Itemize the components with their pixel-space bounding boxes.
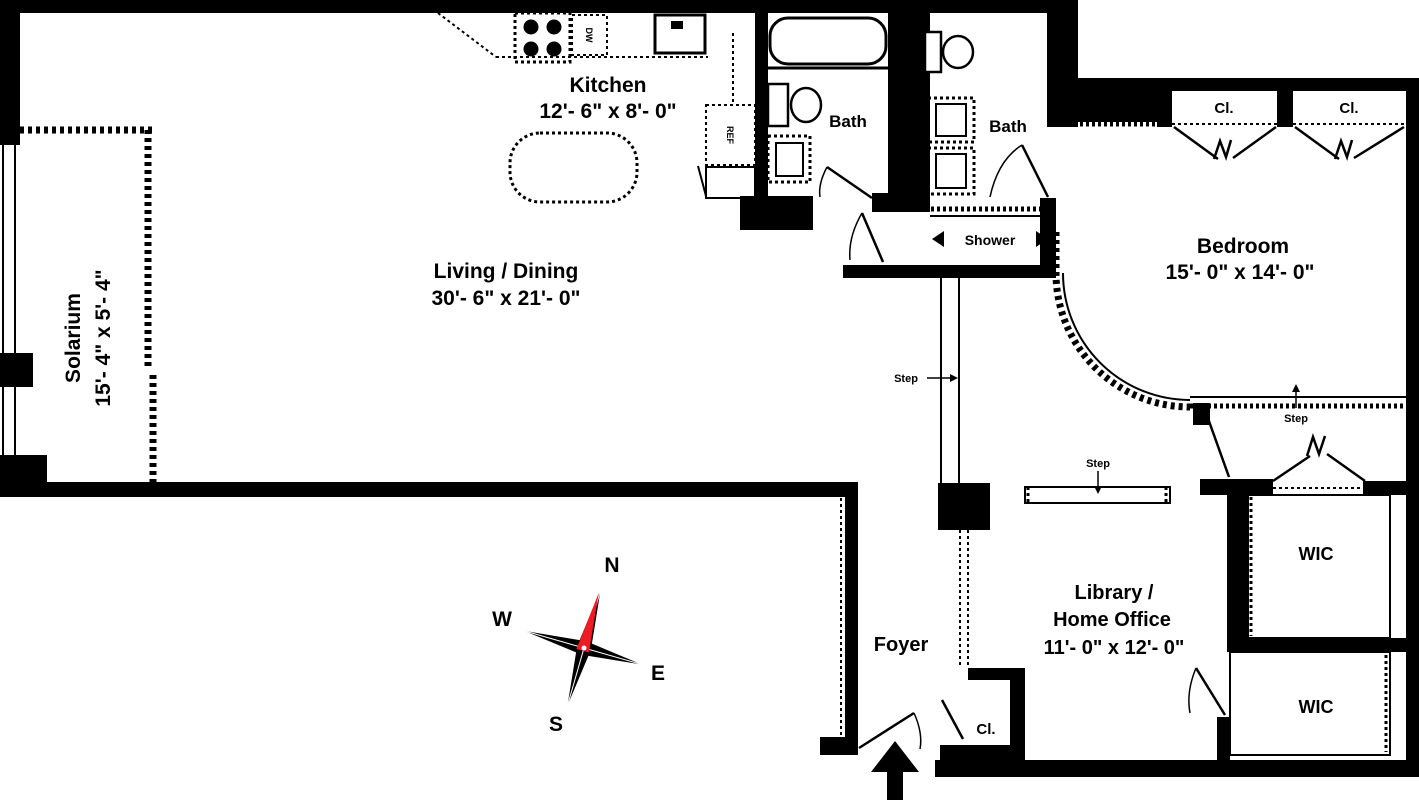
wic2-door — [1194, 667, 1227, 716]
bath2-sink-1 — [926, 96, 976, 144]
toilet-bowl — [941, 34, 975, 70]
entry-arrow-icon — [871, 741, 919, 800]
living-dining-label: Living / Dining — [434, 260, 579, 283]
shower-door-arrow-left-icon — [932, 231, 944, 247]
kitchen-fixtures: DW REF — [437, 11, 756, 204]
room-labels: Solarium 15'- 4" x 5'- 4" Living / Dinin… — [62, 74, 1359, 738]
step-annotations: Step Step Step — [894, 373, 1308, 494]
library-label-line2: Home Office — [1053, 609, 1171, 631]
solarium-windows — [2, 126, 157, 482]
library-label-line1: Library / — [1075, 582, 1154, 604]
step-edge-lines — [940, 278, 960, 483]
wic2-room — [1229, 651, 1391, 756]
bath1-vanity — [766, 134, 812, 184]
closet-doors — [1172, 123, 1406, 161]
bath-1-fixtures — [766, 16, 888, 200]
compass-east-label: E — [651, 662, 665, 685]
entry-door — [858, 711, 915, 750]
step-arrow-right-icon — [950, 374, 958, 382]
solarium-label: Solarium — [62, 293, 85, 383]
library-dims: 11'- 0" x 12'- 0" — [1044, 637, 1185, 659]
bath2-label: Bath — [989, 117, 1027, 136]
step-label-living: Step — [894, 373, 918, 385]
bedroom-dims: 15'- 0" x 14'- 0" — [1166, 261, 1315, 284]
bathtub — [768, 16, 888, 66]
kitchen-table — [508, 131, 639, 204]
bath1-door — [826, 165, 873, 200]
toilet-bowl — [789, 86, 823, 124]
wic1-room — [1247, 494, 1391, 639]
closet2-label: Cl. — [1339, 100, 1358, 117]
bath1-door-arc — [818, 166, 828, 198]
bath-2-fixtures — [923, 30, 1050, 217]
step-arrow-down-icon — [1094, 486, 1102, 494]
wic1-bifold-door — [1305, 433, 1327, 458]
bedroom-door — [1203, 409, 1231, 478]
kitchen-sink — [653, 13, 707, 55]
compass-rose: N W E S — [492, 554, 665, 736]
shower-door-arrow-right-icon — [1036, 231, 1048, 247]
compass-needle-icon — [576, 592, 599, 653]
foyer-closet-label: Cl. — [976, 721, 995, 738]
stove-burners — [523, 19, 562, 57]
refrigerator-label: REF — [725, 126, 735, 145]
wic1-label: WIC — [1299, 544, 1334, 564]
hall-door-arc — [849, 212, 863, 261]
bath1-label: Bath — [829, 112, 867, 131]
counter-end-line — [437, 12, 497, 58]
foyer-area — [840, 492, 969, 800]
toilet-tank — [766, 82, 790, 128]
bath2-door — [1020, 144, 1050, 198]
compass-south-label: S — [549, 713, 563, 736]
step-label-bedroom: Step — [1284, 413, 1308, 425]
wic2-label: WIC — [1299, 697, 1334, 717]
dishwasher — [571, 14, 608, 56]
kitchen-cabinet — [705, 166, 756, 199]
kitchen-label: Kitchen — [569, 74, 646, 97]
living-dining-dims: 30'- 6" x 21'- 0" — [432, 287, 581, 310]
solarium-dims: 15'- 4" x 5'- 4" — [92, 269, 115, 406]
faucet-icon — [671, 21, 683, 29]
closet1-label: Cl. — [1214, 100, 1233, 117]
compass-north-label: N — [604, 554, 619, 577]
step-arrow-up-icon — [1292, 384, 1300, 392]
walls — [0, 0, 1419, 777]
curved-wall-inner — [1062, 272, 1191, 401]
foyer-closet-door — [940, 699, 965, 740]
stove — [513, 11, 572, 64]
kitchen-dims: 12'- 6" x 8'- 0" — [539, 100, 676, 123]
compass-west-label: W — [492, 608, 512, 631]
refrigerator — [705, 104, 756, 166]
bath2-sink-2 — [926, 146, 976, 196]
entry-door-arc — [913, 712, 922, 750]
hall-door — [860, 212, 885, 263]
shower-room — [932, 231, 1048, 247]
toilet-tank — [923, 30, 943, 74]
cabinet-end-line — [697, 165, 707, 197]
wic2-door-arc — [1188, 667, 1197, 714]
bedroom-label: Bedroom — [1197, 235, 1289, 258]
dishwasher-label: DW — [584, 28, 594, 43]
bath2-door-arc — [989, 144, 1023, 198]
bath1-sink — [775, 142, 804, 177]
bedroom-walls — [1050, 121, 1406, 478]
step-label-library: Step — [1086, 458, 1110, 470]
shower-label: Shower — [965, 232, 1016, 248]
hall-doors — [849, 212, 885, 263]
foyer-label: Foyer — [874, 634, 929, 656]
